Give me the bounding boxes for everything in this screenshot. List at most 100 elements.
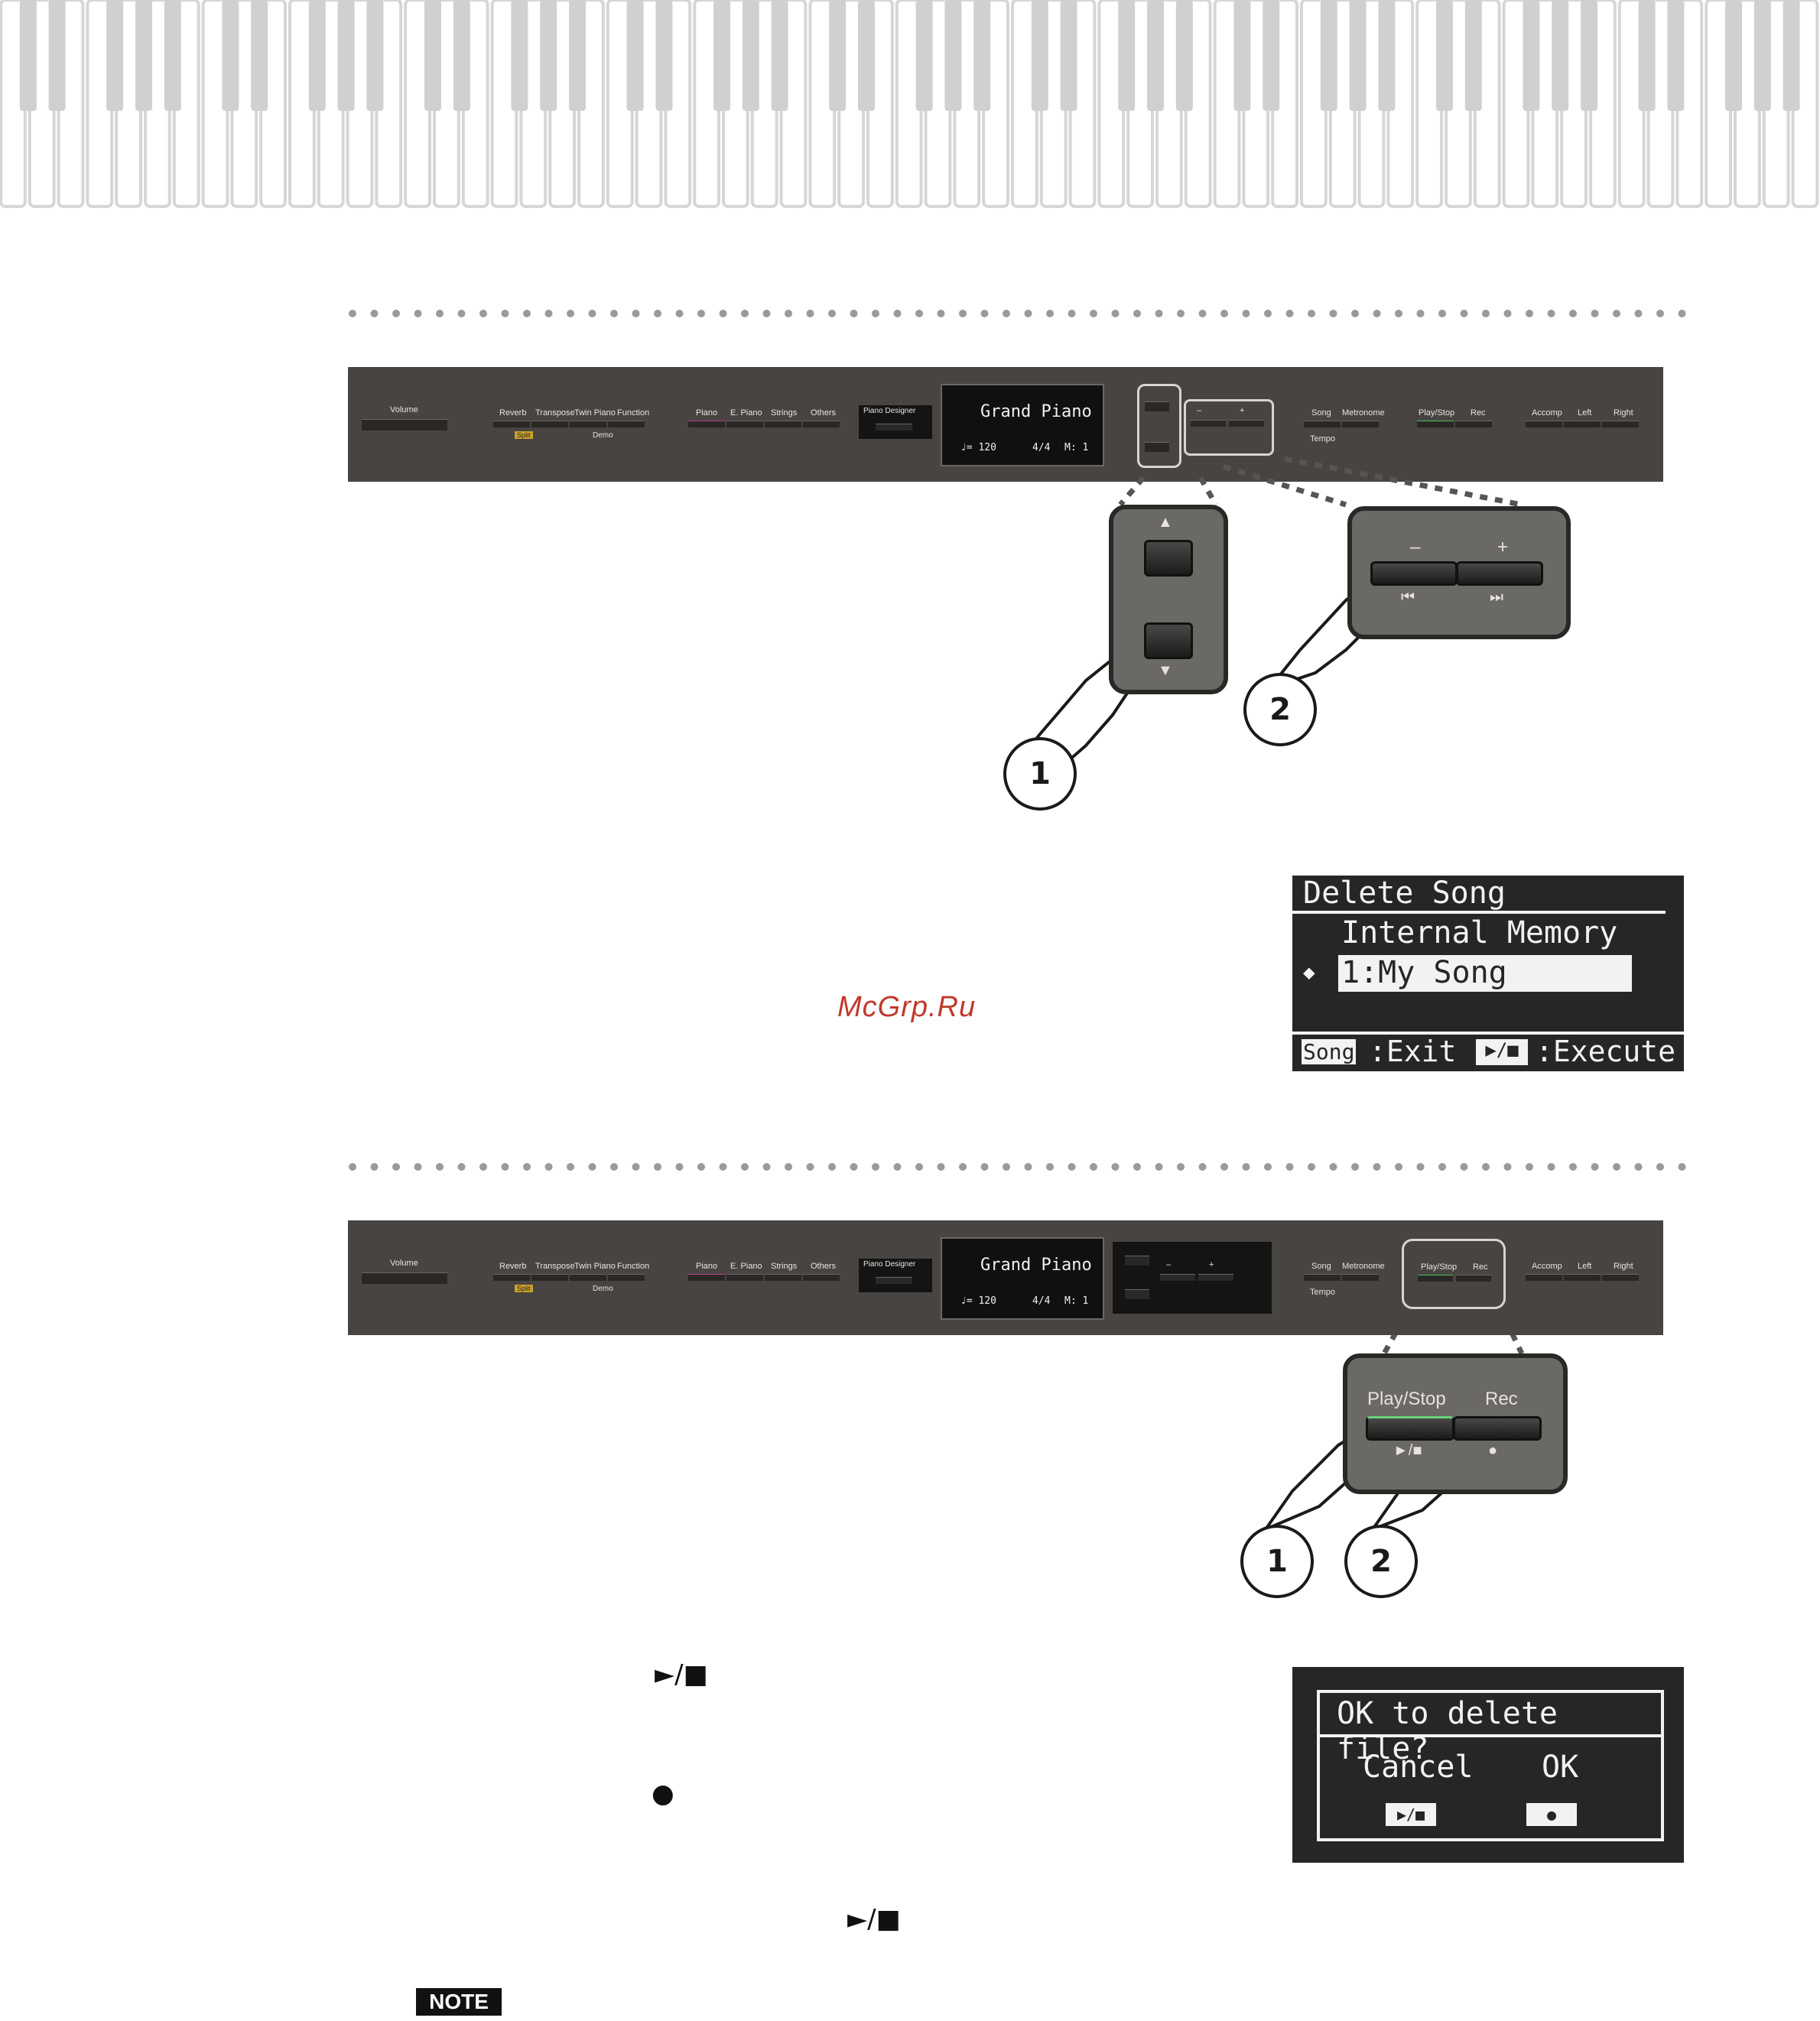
panel-minus-button[interactable] — [1191, 420, 1226, 427]
twin-piano-button[interactable] — [570, 1274, 606, 1281]
tone-strings-button[interactable] — [765, 421, 801, 427]
accomp-label: Accomp — [1532, 408, 1562, 418]
confirm-delete-screen: OK to delete file? Cancel OK ▶/■ ● — [1292, 1667, 1684, 1863]
cursor-down-button[interactable] — [1125, 1289, 1149, 1299]
zoom-plus-button[interactable] — [1456, 561, 1543, 586]
display-tempo: ♩= 120 — [960, 1295, 996, 1307]
transpose-button[interactable] — [531, 421, 568, 427]
display-measure: M: 1 — [1064, 1295, 1089, 1307]
volume-slider[interactable] — [362, 1272, 447, 1284]
metronome-button[interactable] — [1342, 1274, 1379, 1281]
transpose-button[interactable] — [531, 1274, 568, 1281]
zoom-minus-button[interactable] — [1370, 561, 1458, 586]
zoom-cursor-down-button[interactable] — [1144, 622, 1193, 659]
right-button[interactable] — [1602, 1274, 1639, 1281]
tone-others-label: Others — [811, 1262, 837, 1271]
accomp-button[interactable] — [1526, 421, 1562, 427]
right-button[interactable] — [1602, 421, 1639, 427]
tone-piano-button[interactable] — [688, 421, 725, 427]
play-stop-button[interactable] — [1417, 421, 1454, 427]
execute-label: :Execute — [1536, 1035, 1676, 1068]
split-label: Split — [515, 1285, 533, 1292]
piano-designer-button[interactable] — [876, 424, 912, 431]
rec-button[interactable] — [1455, 421, 1492, 427]
rec-label: Rec — [1471, 408, 1486, 418]
dialog-divider — [1320, 1734, 1661, 1737]
ok-option[interactable]: OK — [1542, 1750, 1579, 1785]
panel-plus-label: + — [1240, 406, 1245, 415]
value-highlight: – + — [1184, 399, 1274, 456]
panel-display: Grand Piano ♩= 120 4/4 M: 1 — [941, 1237, 1104, 1320]
panel-minus-label: – — [1166, 1260, 1172, 1269]
record-symbol: ● — [652, 1779, 674, 1809]
zoom-play-stop-button[interactable] — [1366, 1416, 1454, 1441]
tone-strings-label: Strings — [771, 1262, 798, 1271]
dotted-separator — [349, 1163, 1686, 1171]
play-stop-symbol: ►/■ — [655, 1659, 708, 1690]
display-beat: 4/4 — [1032, 442, 1051, 453]
tempo-label: Tempo — [1310, 434, 1336, 444]
tone-strings-button[interactable] — [765, 1274, 801, 1281]
cursor-up-button[interactable] — [1125, 1256, 1149, 1266]
function-button[interactable] — [608, 1274, 645, 1281]
next-icon: ⏭ — [1490, 589, 1503, 606]
play-stop-button[interactable] — [1418, 1275, 1453, 1282]
reverb-button[interactable] — [493, 421, 530, 427]
zoom-minus-label: – — [1410, 537, 1421, 557]
zoom-cursor-up-button[interactable] — [1144, 540, 1193, 577]
panel-plus-button[interactable] — [1229, 420, 1264, 427]
tone-others-button[interactable] — [803, 1274, 840, 1281]
song-key-badge: Song — [1302, 1039, 1357, 1064]
select-arrows-icon: ◆ — [1303, 961, 1315, 984]
split-label: Split — [515, 431, 533, 439]
zoom-play-rec-buttons: Play/Stop Rec ►/■ ● — [1343, 1353, 1568, 1494]
volume-slider[interactable] — [362, 419, 447, 431]
accomp-button[interactable] — [1526, 1274, 1562, 1281]
tone-piano-label: Piano — [696, 1262, 718, 1271]
down-arrow-icon: ▼ — [1158, 662, 1173, 679]
left-button[interactable] — [1564, 1274, 1601, 1281]
song-button[interactable] — [1304, 421, 1341, 427]
tone-others-button[interactable] — [803, 421, 840, 427]
left-label: Left — [1578, 408, 1592, 418]
left-button[interactable] — [1564, 421, 1601, 427]
tone-piano-button[interactable] — [688, 1274, 725, 1281]
panel-plus-label: + — [1209, 1260, 1214, 1269]
volume-label: Volume — [390, 405, 418, 414]
tone-epiano-button[interactable] — [726, 421, 763, 427]
panel-minus-button[interactable] — [1160, 1274, 1195, 1281]
panel-plus-button[interactable] — [1198, 1274, 1233, 1281]
cancel-play-stop-badge: ▶/■ — [1386, 1803, 1436, 1826]
cursor-down-button[interactable] — [1145, 442, 1169, 452]
play-stop-label: Play/Stop — [1421, 1262, 1458, 1272]
ok-record-badge: ● — [1526, 1803, 1577, 1826]
control-panel-top: Volume Reverb Transpose Twin Piano Funct… — [348, 367, 1663, 482]
cursor-value-area: – + — [1113, 1242, 1272, 1314]
rec-button[interactable] — [1456, 1275, 1491, 1282]
keyboard-banner-graphic — [0, 0, 1820, 218]
zoom-cursor-buttons: ▲ ▼ — [1109, 505, 1228, 694]
function-button[interactable] — [608, 421, 645, 427]
zoom-rec-button[interactable] — [1453, 1416, 1542, 1441]
song-button[interactable] — [1304, 1274, 1341, 1281]
memory-label: Internal Memory — [1341, 915, 1618, 950]
title-divider — [1292, 911, 1666, 914]
selected-song[interactable]: 1:My Song — [1338, 955, 1632, 992]
metronome-label: Metronome — [1342, 408, 1385, 418]
twin-piano-label: Twin Piano — [574, 408, 616, 418]
cursor-up-button[interactable] — [1145, 401, 1169, 411]
tone-strings-label: Strings — [771, 408, 798, 418]
twin-piano-button[interactable] — [570, 421, 606, 427]
demo-label: Demo — [593, 431, 613, 440]
cancel-option[interactable]: Cancel — [1363, 1750, 1474, 1785]
metronome-button[interactable] — [1342, 421, 1379, 427]
left-label: Left — [1578, 1262, 1592, 1271]
zoom-plus-label: + — [1497, 537, 1509, 557]
demo-label: Demo — [593, 1285, 613, 1293]
reverb-button[interactable] — [493, 1274, 530, 1281]
play-rec-highlight: Play/Stop Rec — [1402, 1239, 1506, 1309]
piano-designer-button[interactable] — [876, 1277, 912, 1284]
tone-epiano-button[interactable] — [726, 1274, 763, 1281]
twin-piano-label: Twin Piano — [574, 1262, 616, 1271]
piano-designer-label: Piano Designer — [863, 407, 916, 415]
